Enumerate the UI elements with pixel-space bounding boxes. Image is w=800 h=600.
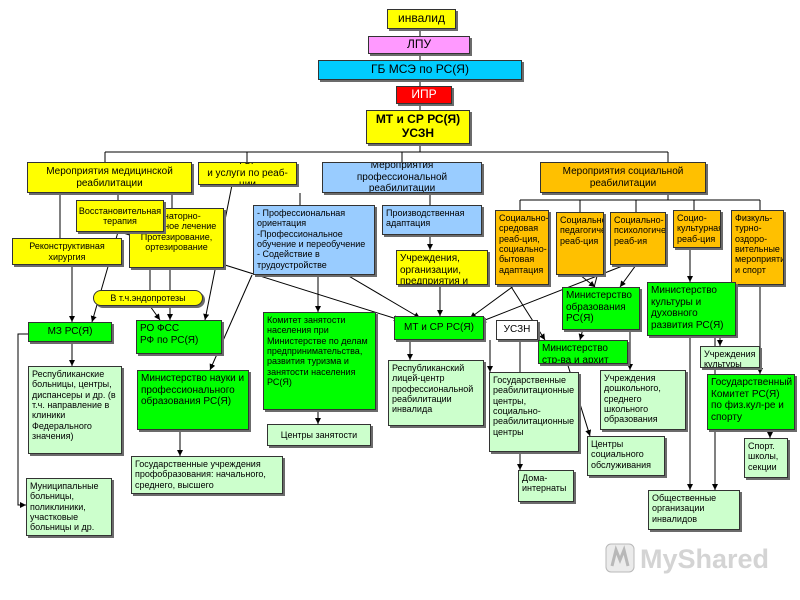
node-state-rehab: Государственные реабилитационные центры,… <box>489 372 579 452</box>
node-restorative: Восстановительная терапия <box>76 200 164 232</box>
node-state-committee: Государственный Комитет РС(Я) по физ.кул… <box>707 374 795 430</box>
node-endoprot: В т.ч.эндопротезы <box>93 290 203 306</box>
node-culture-inst: Учреждения культуры <box>700 346 760 368</box>
node-gb-mse: ГБ МСЭ по РС(Я) <box>318 60 522 80</box>
node-invalid: инвалид <box>387 9 456 29</box>
node-mt-sr-top: МТ и СР РС(Я) УСЗН <box>366 110 470 144</box>
node-prof-list: - Профессиональная ориентация -Профессио… <box>253 205 375 275</box>
node-reconstructive: Реконструктивная хирургия <box>12 238 122 265</box>
link-mz-muni <box>17 333 28 508</box>
node-min-construction: Министерство стр-ва и архит <box>538 340 628 364</box>
node-state-prof-edu: Государственные учреждения профобразован… <box>131 456 283 494</box>
node-employment-centers: Центры занятости <box>267 424 371 446</box>
link-endo-ro <box>149 305 161 321</box>
node-min-culture: Министерство культуры и духовного развит… <box>647 282 736 336</box>
node-rep-hospitals: Республиканские больницы, центры, диспан… <box>28 366 122 454</box>
node-uszn: УСЗН <box>496 320 538 340</box>
node-soc-ped: Социально-педагогическая реаб-ция <box>556 212 604 275</box>
node-social-rehab: Мероприятия социальной реабилитации <box>540 162 706 193</box>
node-municipal: Муниципальные больницы, поликлиники, уча… <box>26 478 112 536</box>
node-homes: Дома-интернаты <box>518 470 574 502</box>
link-prof-sci <box>209 274 253 371</box>
watermark-text: MyShared <box>640 544 769 574</box>
node-soc-env: Социально-средовая реаб-ция, социально-б… <box>495 210 549 285</box>
link-env-constr <box>509 284 546 341</box>
node-industrial: Производственная адаптация <box>382 205 482 235</box>
link-psy-edu <box>619 264 637 288</box>
node-rep-lyceum: Республиканский лицей-центр профессионал… <box>388 360 484 426</box>
watermark: MyShared <box>604 540 774 576</box>
link-env-mtsr <box>469 284 516 319</box>
node-socio-cult: Социо-культурная реаб-ция <box>673 210 721 248</box>
node-min-edu: Министерство образования РС(Я) <box>562 287 640 330</box>
node-mz: МЗ РС(Я) <box>28 322 112 342</box>
node-med-rehab: Мероприятия медицинской реабилитации <box>27 162 192 193</box>
node-fizkult: Физкуль-турно-оздоро-вительные мероприят… <box>731 210 784 285</box>
node-sport-schools: Спорт. школы, секции <box>744 438 788 478</box>
node-mt-sr-mid: МТ и СР РС(Я) <box>394 316 484 340</box>
node-employment-committee: Комитет занятости населения при Министер… <box>263 312 376 410</box>
node-soc-service: Центры социального обслуживания <box>587 436 665 476</box>
node-tsr: ТСР и услуги по реаб-ции <box>198 162 297 185</box>
node-min-science: Министерство науки и профессионального о… <box>137 370 249 430</box>
node-prof-rehab: Мероприятия профессиональной реабилитаци… <box>322 162 482 193</box>
node-ro-fss: РО ФСС РФ по РС(Я) <box>136 320 222 354</box>
node-soc-psych: Социально-психологическая реаб-ия <box>610 212 666 265</box>
link-ped-edu <box>579 274 596 288</box>
node-preschool: Учреждения дошкольного, среднего школьно… <box>600 370 686 430</box>
node-institutions: Учреждения, организации, предприятия и д… <box>396 250 488 285</box>
node-ipr: ИПР <box>396 86 452 104</box>
node-public-orgs: Общественные организации инвалидов <box>648 490 740 530</box>
node-lpu: ЛПУ <box>368 36 470 54</box>
watermark-logo-icon: MyShared <box>605 543 769 574</box>
